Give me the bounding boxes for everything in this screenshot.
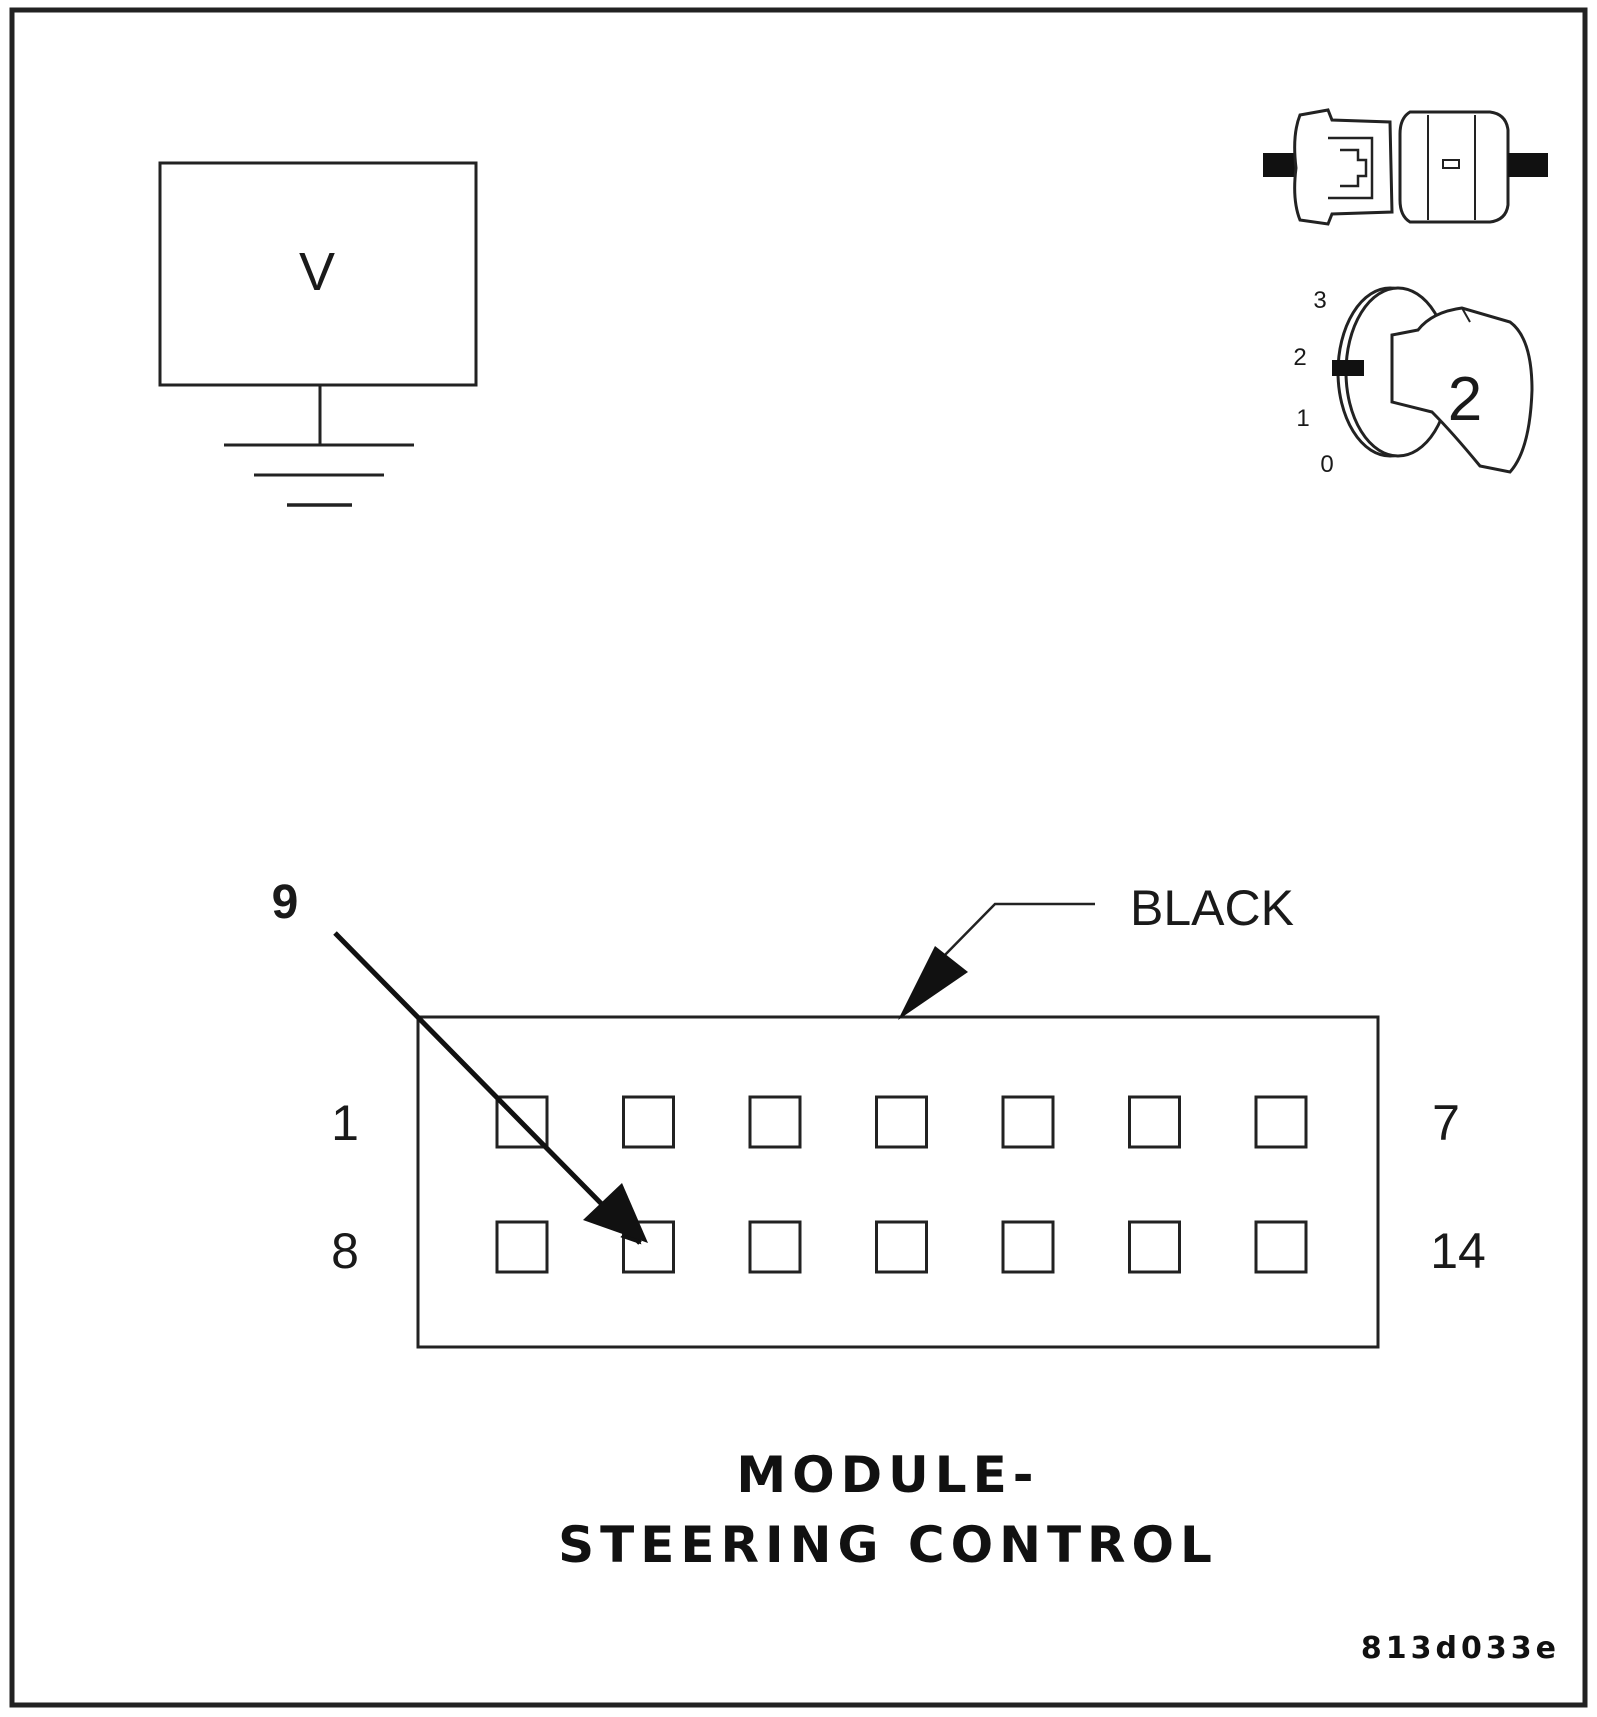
pin-cavity-8 (495, 1220, 549, 1274)
pin-label-last-row1: 7 (1432, 1095, 1460, 1151)
color-leader-arrowhead (898, 946, 968, 1020)
voltmeter-symbol: V (299, 242, 335, 302)
connector-disconnect-icon (1263, 108, 1548, 226)
connector-color-label: BLACK (1130, 880, 1294, 936)
pin-cavity-10 (748, 1220, 802, 1274)
connector-body (416, 1015, 1380, 1349)
voltmeter-box (158, 161, 478, 387)
ignition-selected-position: 2 (1448, 365, 1482, 434)
pin-cavity-2 (622, 1095, 675, 1149)
pin-cavity-13 (1128, 1220, 1181, 1274)
ignition-position-1: 1 (1296, 405, 1309, 432)
pin-cavity-3 (748, 1095, 802, 1149)
pin-label-last-row2: 14 (1430, 1223, 1486, 1279)
ignition-position-3: 3 (1313, 287, 1326, 314)
pin-cavity-5 (1001, 1095, 1055, 1149)
pin-cavity-14 (1254, 1220, 1308, 1274)
pin-callout-arrowhead (583, 1183, 648, 1243)
pin-cavity-6 (1128, 1095, 1181, 1149)
ground-icon (224, 443, 414, 507)
connector-pin-grid (495, 1095, 1308, 1274)
pin-callout-arrow (333, 931, 642, 1245)
diagram-title-line2: STEERING CONTROL (558, 1516, 1218, 1574)
diagram-title-line1: MODULE- (736, 1446, 1039, 1504)
pin-cavity-12 (1001, 1220, 1055, 1274)
voltmeter-group: V (158, 161, 478, 507)
pin-cavity-11 (875, 1220, 928, 1274)
pin-callout-label: 9 (272, 876, 299, 929)
outer-frame (9, 7, 1588, 1708)
ignition-position-2: 2 (1293, 344, 1306, 371)
pin-cavity-4 (875, 1095, 928, 1149)
figure-code: 813d033e (1361, 1631, 1560, 1666)
pin-label-first-row1: 1 (331, 1095, 359, 1151)
ignition-switch-icon: 3 2 1 0 2 (1293, 286, 1534, 478)
ignition-position-0: 0 (1320, 451, 1333, 478)
pin-label-first-row2: 8 (331, 1223, 359, 1279)
color-leader-line (939, 902, 1095, 961)
pin-cavity-7 (1254, 1095, 1308, 1149)
